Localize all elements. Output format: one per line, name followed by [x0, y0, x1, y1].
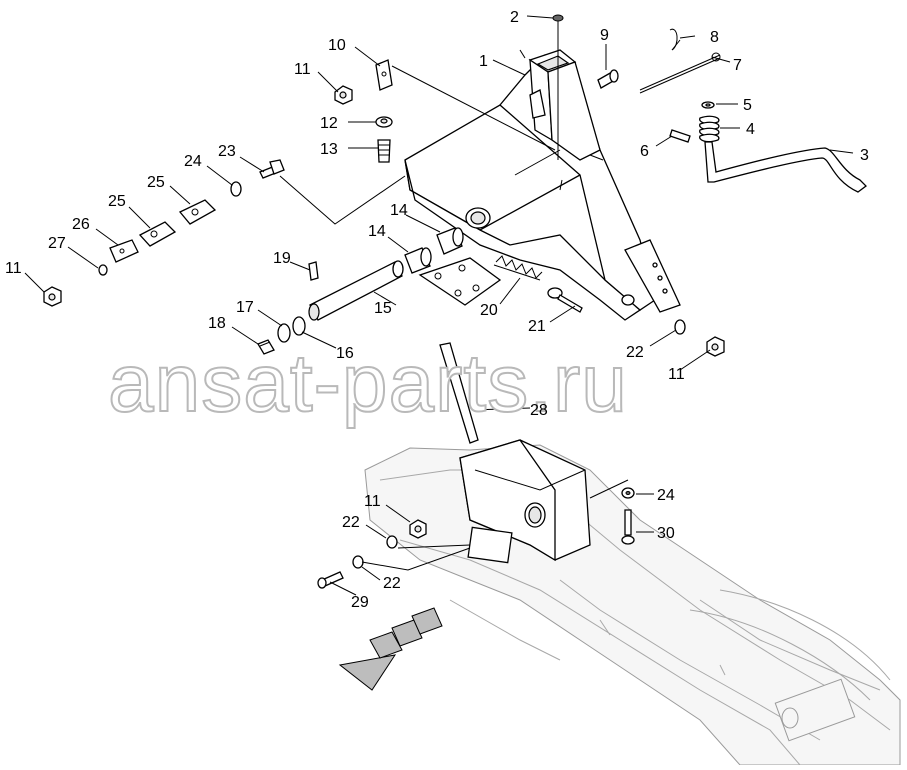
callout-13: 13 — [320, 141, 338, 158]
callout-3: 3 — [860, 147, 869, 164]
part-1-main-frame — [404, 49, 681, 321]
callout-22-right: 22 — [626, 344, 644, 361]
callout-14-upper: 14 — [390, 202, 408, 219]
part-15-shaft — [308, 260, 404, 321]
watermark-text: ansat-parts.ru — [108, 338, 628, 429]
callout-11-top: 11 — [294, 61, 311, 78]
callout-15: 15 — [374, 300, 392, 317]
callout-labels: 1 2 3 4 5 6 7 8 9 10 11 12 13 14 14 15 1… — [5, 9, 869, 611]
part-13-bolt — [377, 139, 391, 163]
callout-22-lower-b: 22 — [383, 575, 401, 592]
callout-10: 10 — [328, 37, 346, 54]
part-10-bracket — [375, 59, 393, 91]
callout-25-b: 25 — [108, 193, 126, 210]
part-20-spring — [493, 255, 543, 281]
callout-11-left: 11 — [5, 260, 22, 277]
callout-21: 21 — [528, 318, 546, 335]
part-11-nut-left — [43, 286, 62, 307]
part-19-pin — [308, 261, 319, 281]
part-25-link — [178, 199, 217, 225]
callout-12: 12 — [320, 115, 338, 132]
part-11-nut-top — [334, 85, 353, 105]
part-25-link-b — [138, 221, 177, 247]
part-30-bolt — [621, 509, 635, 545]
part-24-washer-lower — [621, 487, 635, 499]
callout-27: 27 — [48, 235, 66, 252]
part-3-handle — [704, 141, 867, 193]
part-14-bushing-lower — [404, 247, 432, 274]
part-26-plate — [109, 239, 139, 263]
part-9-bolt — [597, 69, 619, 89]
callout-22-lower-a: 22 — [342, 514, 360, 531]
part-6-pin — [669, 129, 691, 143]
part-21-eye-bolt — [547, 287, 583, 313]
part-24-washer-top — [230, 181, 242, 197]
part-8-clip — [669, 28, 681, 51]
part-14-bushing-upper — [436, 227, 464, 255]
mounting-plate — [418, 257, 502, 306]
part-27-washer — [98, 264, 108, 276]
callout-6: 6 — [640, 143, 649, 160]
callout-16: 16 — [336, 345, 354, 362]
callout-11-lower: 11 — [364, 493, 381, 510]
callout-30: 30 — [657, 525, 675, 542]
callout-2: 2 — [510, 9, 519, 26]
part-12-washer — [375, 116, 393, 128]
callout-24-top: 24 — [184, 153, 202, 170]
callout-18: 18 — [208, 315, 226, 332]
part-5-washer — [701, 101, 715, 109]
part-16-ring — [292, 316, 306, 336]
callout-29: 29 — [351, 594, 369, 611]
part-22-washer-right — [674, 319, 686, 335]
callout-23: 23 — [218, 143, 236, 160]
callout-7: 7 — [733, 57, 742, 74]
callout-24-lower: 24 — [657, 487, 675, 504]
part-11-nut-lower — [409, 519, 427, 539]
callout-25-a: 25 — [147, 174, 165, 191]
part-28-rod — [439, 342, 479, 444]
callout-8: 8 — [710, 29, 719, 46]
callout-9: 9 — [600, 27, 609, 44]
callout-14-lower: 14 — [368, 223, 386, 240]
callout-17: 17 — [236, 299, 254, 316]
callout-11-right: 11 — [668, 366, 685, 383]
callout-4: 4 — [746, 121, 755, 138]
callout-5: 5 — [743, 97, 752, 114]
part-23-bolt — [259, 159, 285, 179]
part-11-nut-right — [706, 336, 725, 357]
part-22-washer-lower-b — [352, 555, 364, 569]
part-4-spring — [699, 115, 720, 143]
callout-28: 28 — [530, 402, 548, 419]
lower-housing — [459, 439, 591, 564]
part-18-fitting — [257, 339, 275, 355]
part-22-washer-lower-a — [386, 535, 398, 549]
part-29-bolt — [317, 571, 344, 589]
callout-19: 19 — [273, 250, 291, 267]
part-7-wire — [639, 52, 721, 94]
callout-20: 20 — [480, 302, 498, 319]
callout-1: 1 — [479, 53, 488, 70]
direction-arrow — [338, 607, 443, 691]
leader-lines — [24, 15, 854, 596]
part-17-ring — [277, 323, 291, 343]
callout-26: 26 — [72, 216, 90, 233]
